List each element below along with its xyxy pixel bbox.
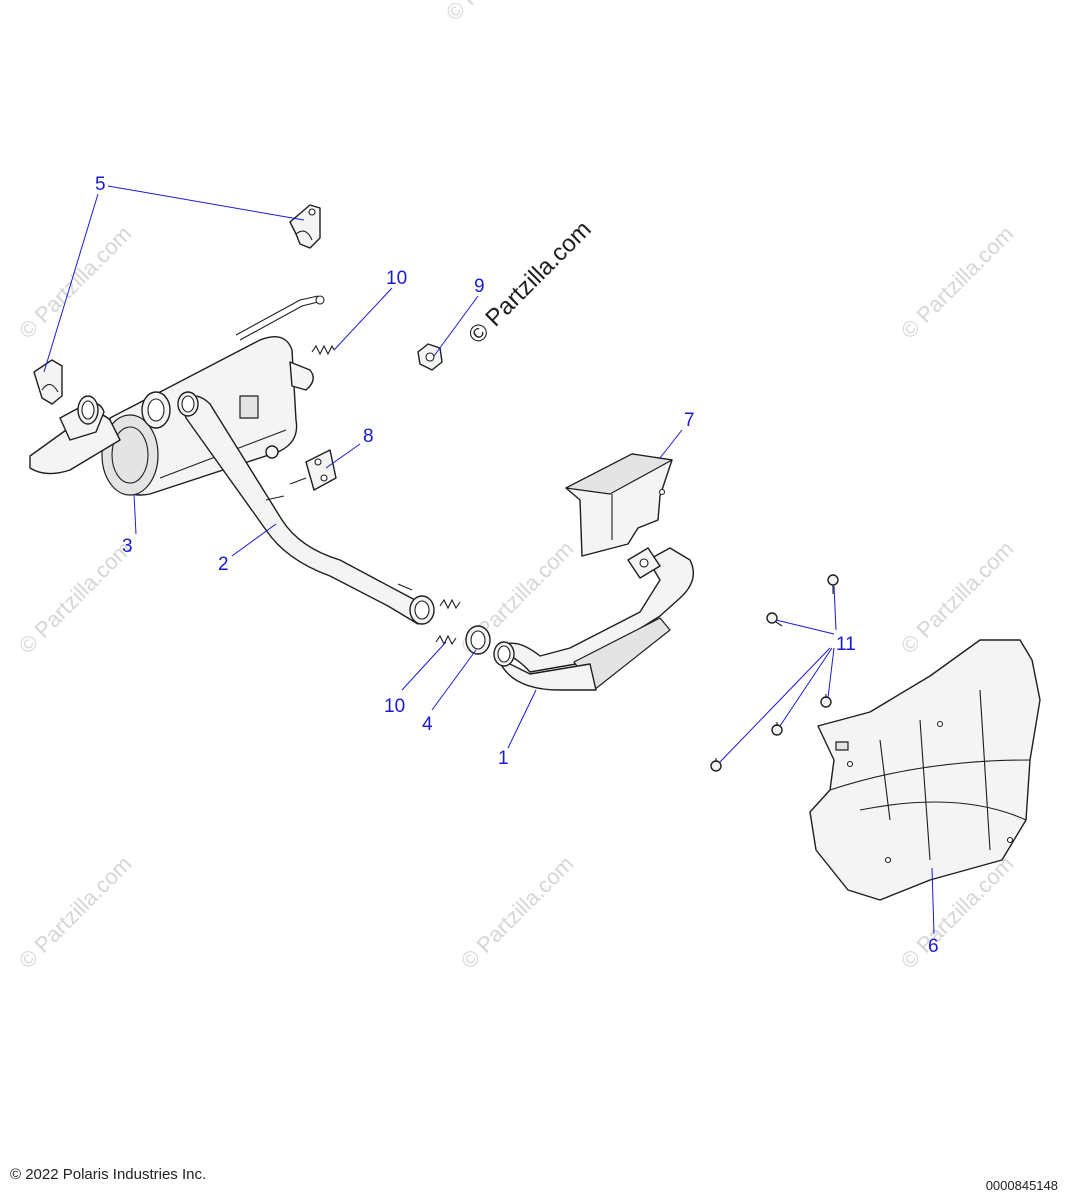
callout-11: 11 xyxy=(836,634,856,655)
diagram-reference-number: 0000845148 xyxy=(985,1178,1058,1193)
watermark: © Partzilla.com xyxy=(14,221,137,344)
bolt xyxy=(827,574,839,594)
leader-lines xyxy=(43,185,935,935)
part-7-heat-shield xyxy=(565,453,673,557)
part-6-shield xyxy=(809,639,1041,901)
part-3-muffler xyxy=(29,295,325,496)
bolt xyxy=(771,722,783,736)
callout-6: 6 xyxy=(928,936,939,957)
callout-10-lower: 10 xyxy=(384,696,405,717)
part-11-bolts xyxy=(710,574,839,772)
copyright-notice: © 2022 Polaris Industries Inc. xyxy=(10,1166,207,1183)
part-10-spring-upper xyxy=(311,344,335,356)
callout-5: 5 xyxy=(95,174,106,195)
bolt xyxy=(820,694,832,708)
callouts: 5 10 9 8 7 3 2 11 10 4 1 6 xyxy=(95,174,939,957)
callout-10-upper: 10 xyxy=(386,268,407,289)
bolt xyxy=(766,612,783,627)
part-8-isolator xyxy=(289,449,337,491)
watermark: © Partzilla.com xyxy=(441,0,564,26)
callout-1: 1 xyxy=(498,748,509,769)
callout-8: 8 xyxy=(363,426,374,447)
callout-7: 7 xyxy=(684,410,695,431)
part-5-bracket-upper xyxy=(289,204,321,249)
part-9-nut xyxy=(417,343,443,371)
watermark: © Partzilla.com xyxy=(14,536,137,659)
part-1-head-pipe xyxy=(493,547,694,691)
part-2-middle-pipe xyxy=(177,391,435,625)
callout-4: 4 xyxy=(422,714,433,735)
part-5-bracket-lower xyxy=(33,359,63,405)
callout-2: 2 xyxy=(218,554,229,575)
callout-3: 3 xyxy=(122,536,133,557)
watermark: © Partzilla.com xyxy=(14,851,137,974)
callout-9: 9 xyxy=(474,276,485,297)
bolt xyxy=(710,758,722,772)
part-4-gasket xyxy=(465,625,491,655)
watermark: © Partzilla.com xyxy=(896,221,1019,344)
watermark: © Partzilla.com xyxy=(456,851,579,974)
part-10-spring-lower xyxy=(435,598,461,646)
